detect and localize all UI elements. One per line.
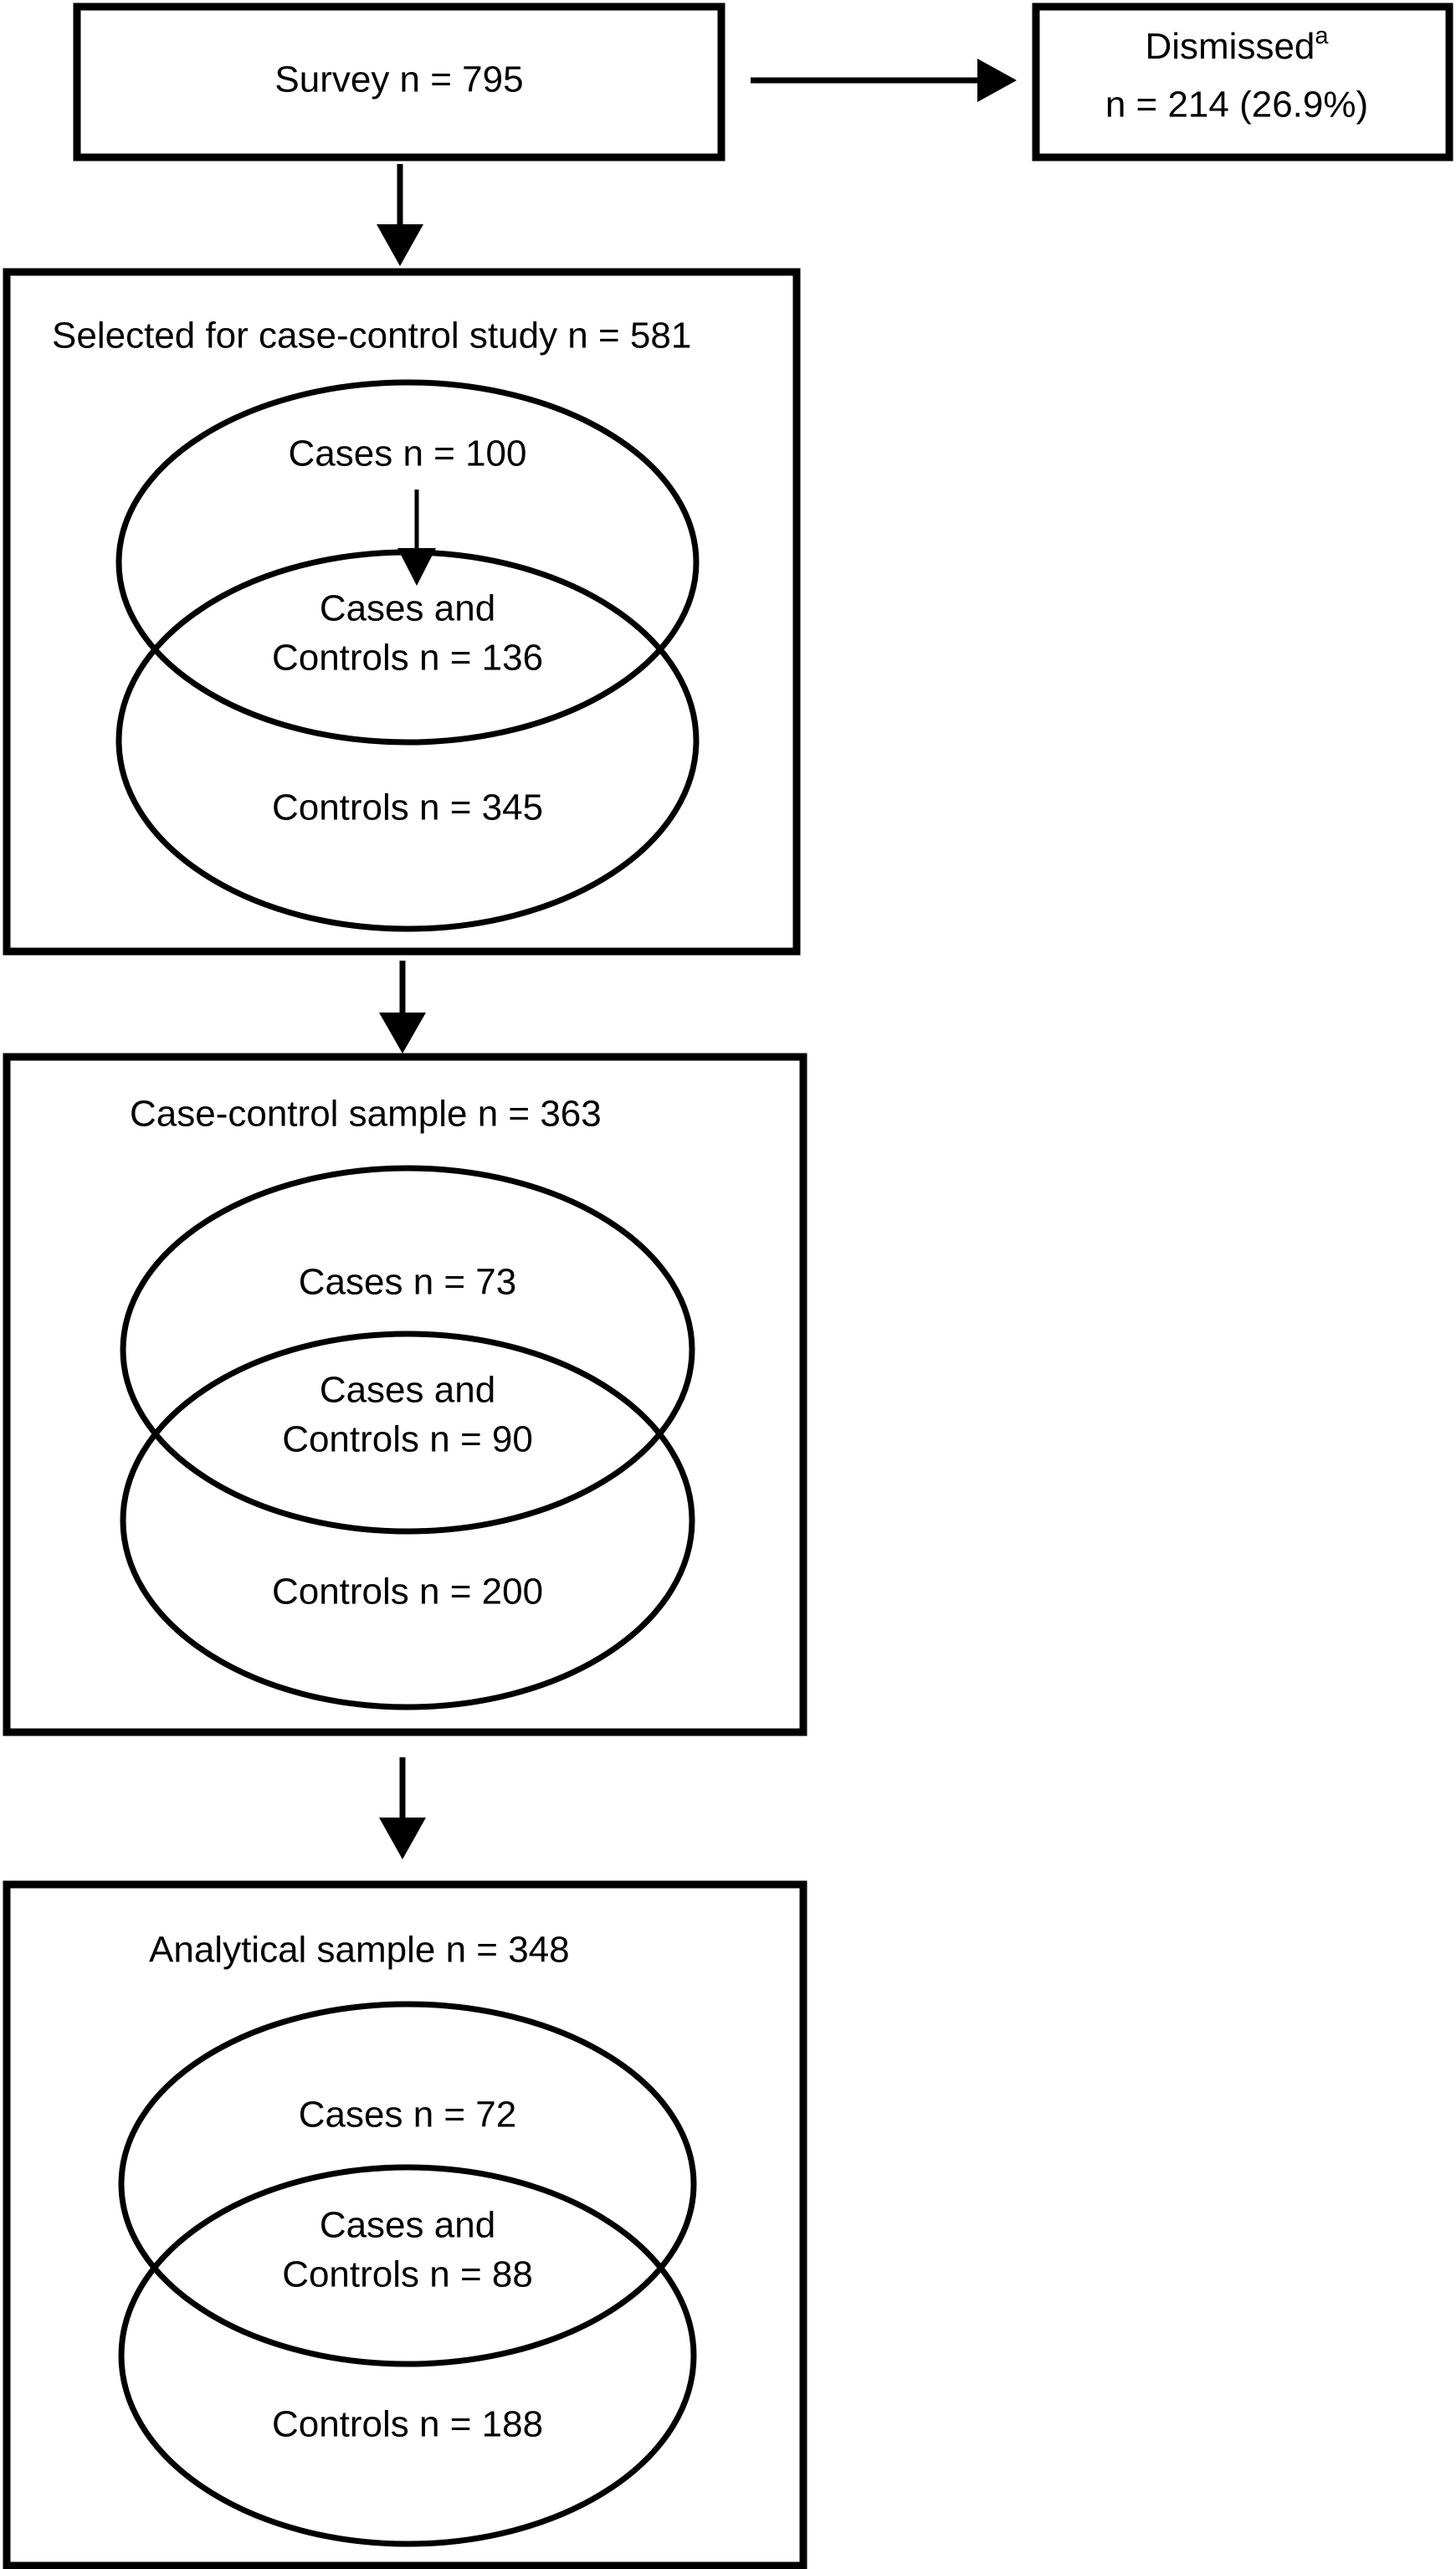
analytical-controls-label: Controls n = 188 <box>272 2404 543 2445</box>
analytical-overlap-label-line1: Cases and <box>320 2205 495 2246</box>
dismissed-label-main: Dismissed <box>1145 26 1315 67</box>
analytical-cases-ellipse <box>118 2001 697 2367</box>
analytical-sample-title: Analytical sample n = 348 <box>149 1930 570 1971</box>
selected-overlap-label-line2: Controls n = 136 <box>272 638 543 679</box>
analytical-cases-label: Cases n = 72 <box>299 2095 517 2136</box>
sample-controls-ellipse <box>120 1331 695 1710</box>
dismissed-label: Dismisseda <box>1145 23 1329 67</box>
arrow-sample-to-analytical-head <box>379 1818 426 1859</box>
analytical-overlap-label-line2: Controls n = 88 <box>282 2254 533 2295</box>
selected-overlap-label-line1: Cases and <box>320 588 495 629</box>
survey-box[interactable] <box>73 3 725 162</box>
analytical-sample-box[interactable] <box>3 1880 807 2569</box>
sample-cases-ellipse <box>120 1165 695 1535</box>
dismissed-superscript: a <box>1315 23 1329 49</box>
sample-overlap-label-line2: Controls n = 90 <box>282 1419 533 1460</box>
arrow-cases-to-overlap-head <box>397 548 436 586</box>
survey-label: Survey n = 795 <box>274 59 523 100</box>
sample-controls-label: Controls n = 200 <box>272 1572 543 1613</box>
selected-cases-ellipse <box>115 379 700 746</box>
arrow-survey-to-dismissed-head <box>977 59 1017 102</box>
case-control-sample-title: Case-control sample n = 363 <box>130 1094 602 1135</box>
arrow-selected-to-sample-head <box>379 1013 426 1054</box>
analytical-controls-ellipse <box>118 2164 697 2547</box>
dismissed-box[interactable] <box>1032 3 1453 162</box>
arrow-survey-to-selected-head <box>377 224 423 266</box>
selected-controls-label: Controls n = 345 <box>272 787 543 828</box>
sample-overlap-label-line1: Cases and <box>320 1370 495 1411</box>
selected-title: Selected for case-control study n = 581 <box>52 315 691 356</box>
dismissed-detail: n = 214 (26.9%) <box>1105 85 1368 126</box>
sample-cases-label: Cases n = 73 <box>299 1262 517 1303</box>
selected-cases-label: Cases n = 100 <box>289 433 527 474</box>
